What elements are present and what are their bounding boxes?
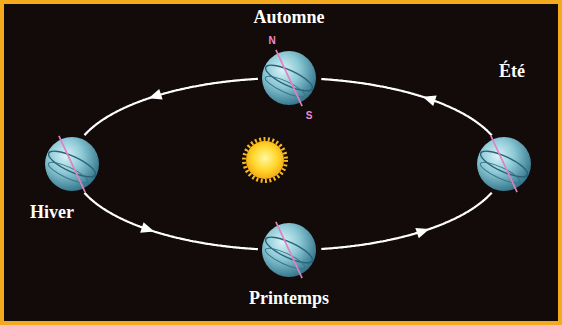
earth-globe: Été [477,137,531,191]
earth-globe: Printemps [262,223,316,277]
earth-axis [276,222,302,278]
orbit-line [85,79,258,135]
earth-axis [276,50,302,106]
globe-parallel [263,245,307,273]
earth-axis [59,136,85,192]
globe-parallel [46,159,90,187]
sun-disc [246,141,284,179]
globe-illustration [45,137,99,191]
pole-label: N [268,36,275,46]
orbit-arc [321,79,491,135]
orbit-arc [85,79,258,135]
orbit-arrowhead [423,96,437,106]
sun-rays [244,139,286,181]
earth-axis [491,136,517,192]
orbit-arrowhead [415,228,429,238]
season-label: Automne [254,8,325,28]
season-label: Printemps [249,289,329,309]
season-label: Hiver [30,203,74,223]
globe-parallel [478,159,522,187]
globe-parallel [263,73,307,101]
earth-globe: Automne [262,51,316,105]
globe-illustration [262,223,316,277]
orbit-arrowhead [140,222,154,232]
earth-globe: Hiver [45,137,99,191]
orbit-arc [85,193,258,249]
globe-illustration [262,51,316,105]
pole-label: S [306,111,313,121]
globe-illustration [477,137,531,191]
orbit-line [321,79,491,135]
orbit-arc [321,193,491,249]
orbit-line [85,193,258,249]
season-label: Été [499,62,525,82]
orbit-arrowhead [149,89,163,99]
orbit-line [321,193,491,249]
